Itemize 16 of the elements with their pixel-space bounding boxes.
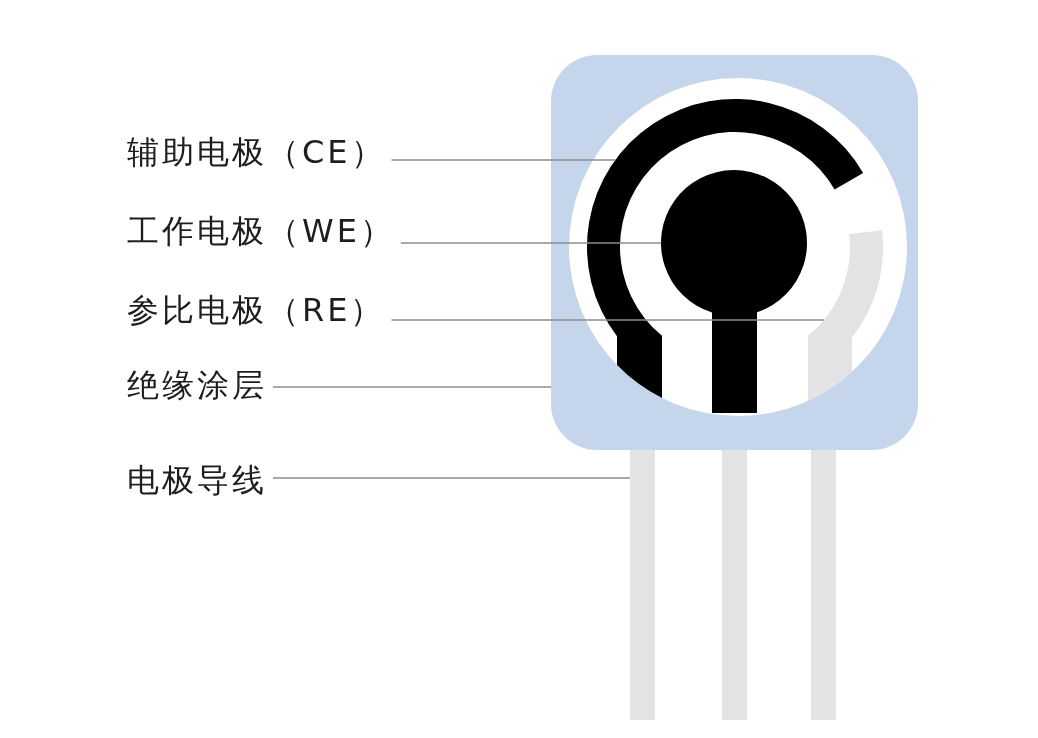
part-label: 电极导线 bbox=[127, 461, 267, 499]
part-label: 绝缘涂层 bbox=[127, 366, 267, 404]
insulating-layer bbox=[551, 55, 918, 450]
electrode-lead bbox=[630, 450, 655, 720]
leader-line bbox=[390, 319, 825, 321]
part-label: 工作电极（WE） bbox=[127, 212, 395, 250]
part-label: 辅助电极（CE） bbox=[127, 133, 386, 171]
reference-electrode bbox=[808, 230, 883, 401]
leader-line bbox=[272, 477, 631, 479]
electrode-lead bbox=[811, 450, 836, 720]
working-electrode bbox=[661, 170, 807, 413]
leader-line bbox=[390, 159, 617, 161]
leader-line bbox=[400, 242, 662, 244]
electrode-lead bbox=[722, 450, 747, 720]
part-label: 参比电极（RE） bbox=[127, 291, 386, 329]
leader-line bbox=[272, 386, 552, 388]
